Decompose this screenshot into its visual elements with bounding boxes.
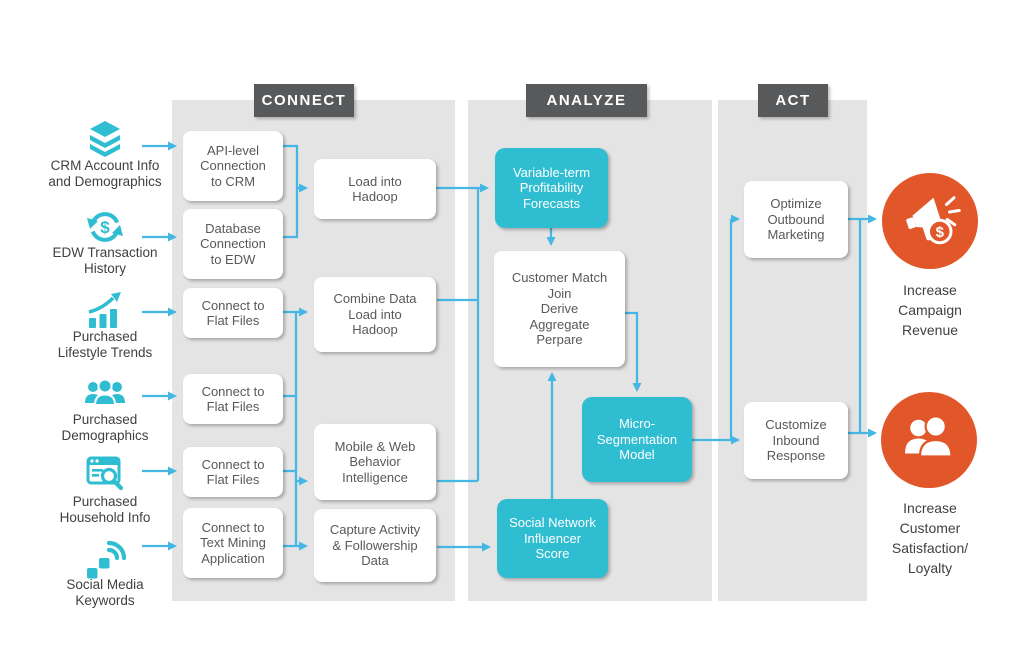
node-capture-activity-data: Capture Activity & Followership Data [314, 509, 436, 582]
growth-chart-icon [88, 292, 121, 328]
connect-stage-header: CONNECT [254, 84, 354, 117]
svg-text:$: $ [936, 224, 945, 241]
people-group-icon [85, 378, 125, 406]
outcome-label-customer-satisfaction: Increase Customer Satisfaction/ Loyalty [891, 500, 969, 576]
currency-cycle-icon: $ [87, 212, 123, 242]
node-combine-data-hadoop: Combine Data Load into Hadoop [314, 277, 436, 352]
source-label-household: Purchased Household Info [59, 494, 151, 525]
act-stage-header: ACT [758, 84, 828, 117]
node-api-connection-crm: API-level Connection to CRM [183, 131, 283, 201]
node-load-into-hadoop: Load into Hadoop [314, 159, 436, 219]
source-label-edw: EDW Transaction History [52, 245, 158, 276]
outcome-label-campaign-revenue: Increase Campaign Revenue [898, 282, 962, 338]
customers-icon [905, 415, 953, 458]
source-label-crm: CRM Account Info and Demographics [48, 158, 162, 189]
node-customer-match: Customer Match Join Derive Aggregate Per… [494, 251, 625, 367]
source-label-lifestyle: Purchased Lifestyle Trends [57, 329, 153, 360]
node-variable-term-forecasts: Variable-term Profitability Forecasts [495, 148, 608, 228]
node-connect-flat-files-3: Connect to Flat Files [183, 447, 283, 497]
analyze-stage-header: ANALYZE [526, 84, 647, 117]
source-label-social: Social Media Keywords [66, 577, 144, 608]
layers-icon [90, 121, 120, 157]
node-connect-flat-files-1: Connect to Flat Files [183, 288, 283, 338]
svg-text:$: $ [100, 218, 110, 237]
customer-satisfaction-circle [881, 392, 977, 488]
node-connect-flat-files-2: Connect to Flat Files [183, 374, 283, 424]
campaign-revenue-circle: $ [882, 173, 978, 269]
node-social-network-influencer: Social Network Influencer Score [497, 499, 608, 578]
node-micro-segmentation-model: Micro- Segmentation Model [582, 397, 692, 482]
social-signal-icon [87, 540, 127, 579]
node-connect-text-mining: Connect to Text Mining Application [183, 508, 283, 578]
node-database-connection-edw: Database Connection to EDW [183, 209, 283, 279]
source-label-demographics: Purchased Demographics [61, 412, 149, 443]
node-customize-inbound-response: Customize Inbound Response [744, 402, 848, 479]
megaphone-dollar-icon: $ [906, 196, 961, 245]
browser-search-icon [86, 456, 124, 491]
node-optimize-outbound-marketing: Optimize Outbound Marketing [744, 181, 848, 258]
node-mobile-web-behavior: Mobile & Web Behavior Intelligence [314, 424, 436, 500]
